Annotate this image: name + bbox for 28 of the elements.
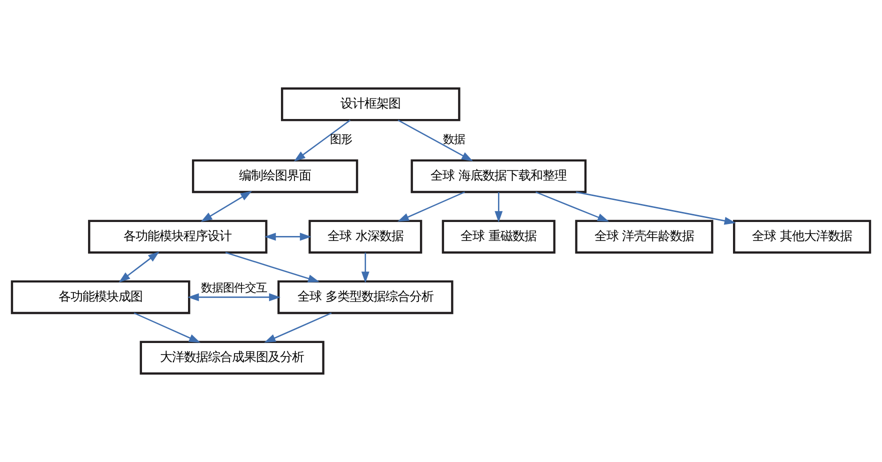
arrow xyxy=(225,252,320,282)
arrow xyxy=(264,232,312,241)
node-box: 编制绘图界面 xyxy=(192,159,358,194)
node-box: 各功能模块成图 xyxy=(10,280,190,314)
edge-label: 图形 xyxy=(330,132,352,146)
node-box: 全球 洋壳年龄数据 xyxy=(575,220,714,254)
node-box: 各功能模块程序设计 xyxy=(88,220,268,254)
node-box: 全球 其他大洋数据 xyxy=(733,220,872,254)
arrow xyxy=(264,312,332,343)
edge-label: 数据图件交互 xyxy=(200,280,267,294)
arrow xyxy=(536,191,610,222)
arrow xyxy=(118,252,160,282)
arrow xyxy=(576,191,736,225)
arrow xyxy=(398,120,473,162)
arrow xyxy=(494,192,503,223)
node-box: 全球 重磁数据 xyxy=(442,220,556,254)
arrow xyxy=(187,293,280,302)
node-box: 全球 海底数据下载和整理 xyxy=(410,159,587,194)
arrow xyxy=(134,312,200,343)
node-box: 设计框架图 xyxy=(280,87,460,122)
arrow xyxy=(397,191,465,222)
edge-label: 数据 xyxy=(442,132,465,146)
node-box: 全球 多类型数据综合分析 xyxy=(277,280,454,314)
arrow xyxy=(361,252,370,284)
arrow xyxy=(200,191,252,222)
node-box: 全球 水深数据 xyxy=(308,220,422,254)
arrow xyxy=(294,120,351,162)
node-box: 大洋数据综合成果图及分析 xyxy=(140,340,324,375)
